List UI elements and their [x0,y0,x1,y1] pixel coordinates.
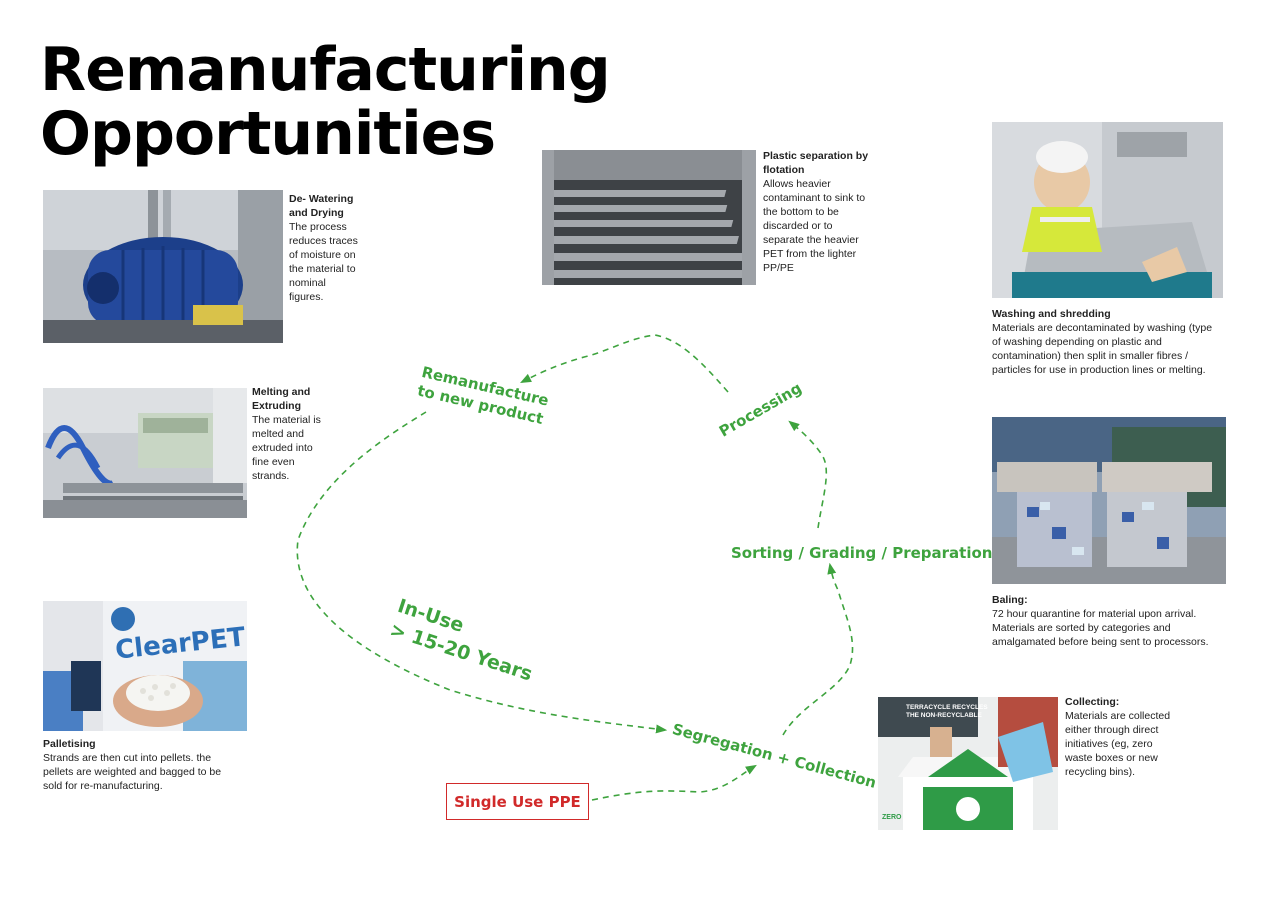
zero-box-text: ZERO [882,814,902,821]
washing-photo [992,122,1223,298]
single-use-ppe-box: Single Use PPE [446,783,589,820]
washing-caption: Washing and shredding Materials are deco… [992,307,1217,377]
arrow-remanufacture-to-segregation [296,411,668,734]
flotation-photo [542,150,756,285]
baling-photo [992,417,1226,584]
title-line-1: Remanufacturing [40,35,611,105]
melting-heading: Melting and Extruding [252,386,311,412]
dewatering-photo [43,190,283,343]
dewatering-body: The process reduces traces of moisture o… [289,221,358,303]
page-title: Remanufacturing Opportunities [40,35,611,169]
collecting-heading: Collecting: [1065,696,1120,708]
sorting-text: Sorting / Grading / Preparation [731,544,993,562]
washing-heading: Washing and shredding [992,308,1111,320]
palletising-heading: Palletising [43,738,96,750]
label-sorting: Sorting / Grading / Preparation [731,544,992,562]
flotation-body: Allows heavier contaminant to sink to th… [763,178,866,274]
palletising-photo: ClearPET [43,601,247,731]
baling-body: 72 hour quarantine for material upon arr… [992,608,1209,648]
dewatering-heading: De- Watering and Drying [289,193,354,219]
washing-body: Materials are decontaminated by washing … [992,322,1213,376]
baling-heading: Baling: [992,594,1028,606]
terracycle-text-line-1: TERRACYCLE RECYCLES [906,704,988,711]
arrow-processing-to-remanufacture [520,334,729,393]
terracycle-text-line-2: THE NON-RECYCLABLE [906,712,982,719]
arrow-segregation-to-sorting [782,562,854,736]
flotation-caption: Plastic separation by flotation Allows h… [763,149,871,275]
dewatering-caption: De- Watering and Drying The process redu… [289,192,361,304]
palletising-body: Strands are then cut into pellets. the p… [43,752,222,792]
title-line-2: Opportunities [40,99,496,169]
collecting-caption: Collecting: Materials are collected eith… [1065,695,1175,779]
arrow-ppe-to-segregation [591,764,757,801]
collecting-photo: TERRACYCLE RECYCLES THE NON-RECYCLABLE Z… [878,697,1058,830]
melting-body: The material is melted and extruded into… [252,414,321,482]
palletising-caption: Palletising Strands are then cut into pe… [43,737,243,793]
melting-caption: Melting and Extruding The material is me… [252,385,324,483]
collecting-body: Materials are collected either through d… [1065,710,1171,778]
melting-photo [43,388,247,518]
flotation-heading: Plastic separation by flotation [763,150,869,176]
baling-caption: Baling: 72 hour quarantine for material … [992,593,1232,649]
single-use-ppe-text: Single Use PPE [454,792,581,811]
arrow-sorting-to-processing [788,420,828,529]
